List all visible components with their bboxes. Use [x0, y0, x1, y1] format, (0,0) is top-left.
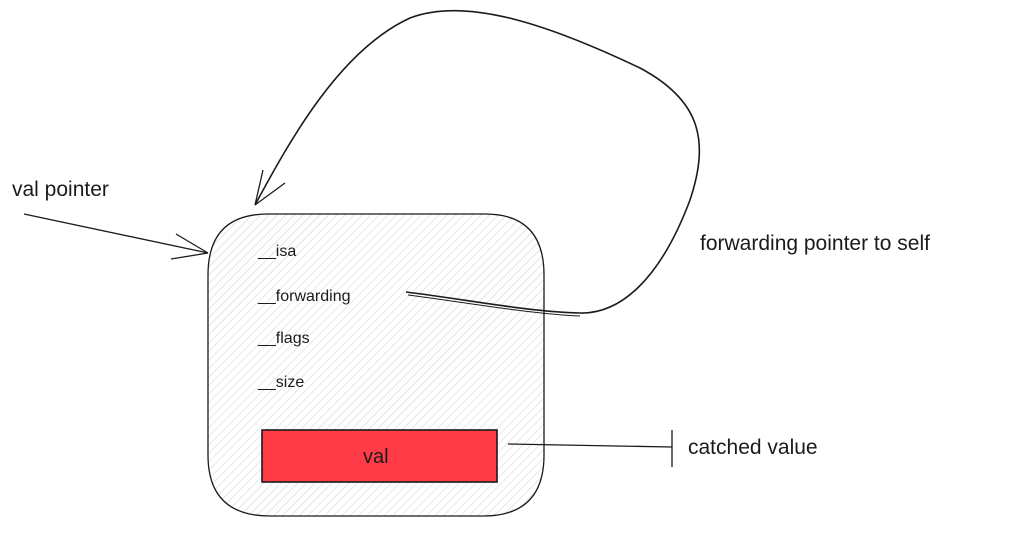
- field-isa: __isa: [258, 243, 297, 260]
- field-flags: __flags: [258, 330, 310, 347]
- val-cell: [261, 429, 498, 483]
- field-forwarding: __forwarding: [258, 288, 351, 305]
- forwarding-loop-arrow: [254, 9, 701, 317]
- field-size: __size: [258, 374, 305, 391]
- val-pointer-arrow: [23, 213, 209, 260]
- val-cell-label: val: [363, 446, 389, 468]
- val-pointer-label: val pointer: [12, 178, 109, 201]
- catched-value-label: catched value: [688, 436, 818, 459]
- catched-value-connector: [507, 430, 673, 467]
- forwarding-pointer-label: forwarding pointer to self: [700, 232, 930, 255]
